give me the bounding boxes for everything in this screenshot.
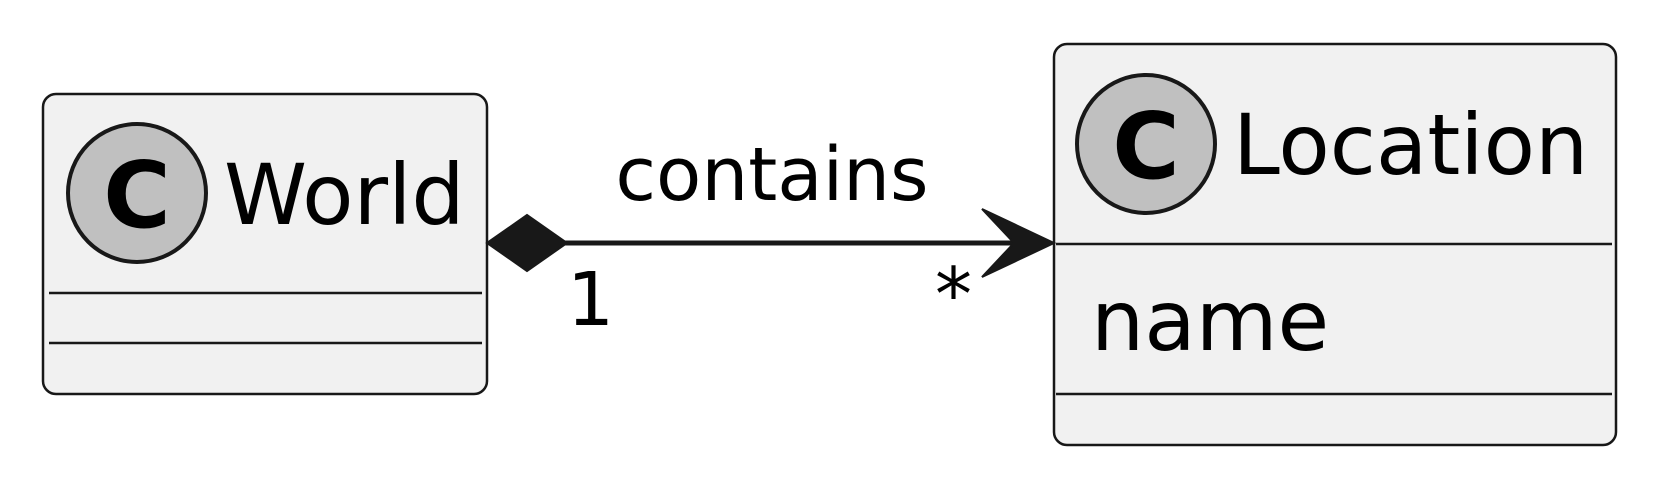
class-world[interactable]: C World: [41, 92, 489, 396]
class-name: Location: [1233, 96, 1588, 194]
class-name: World: [224, 146, 465, 244]
class-stereotype-icon: [1075, 73, 1217, 215]
attribute-name: name: [1091, 272, 1329, 370]
composition-diamond-icon: [485, 213, 569, 273]
target-multiplicity: *: [935, 252, 972, 338]
relationship-contains[interactable]: contains 1 *: [485, 132, 1057, 343]
class-stereotype-icon: [66, 122, 208, 264]
class-stereotype-letter: C: [103, 142, 171, 249]
source-multiplicity: 1: [567, 257, 614, 343]
relationship-label: contains: [615, 132, 928, 218]
class-stereotype-letter: C: [1112, 93, 1180, 200]
class-location[interactable]: C Location name: [1052, 42, 1618, 447]
navigation-arrowhead-icon: [981, 208, 1057, 278]
